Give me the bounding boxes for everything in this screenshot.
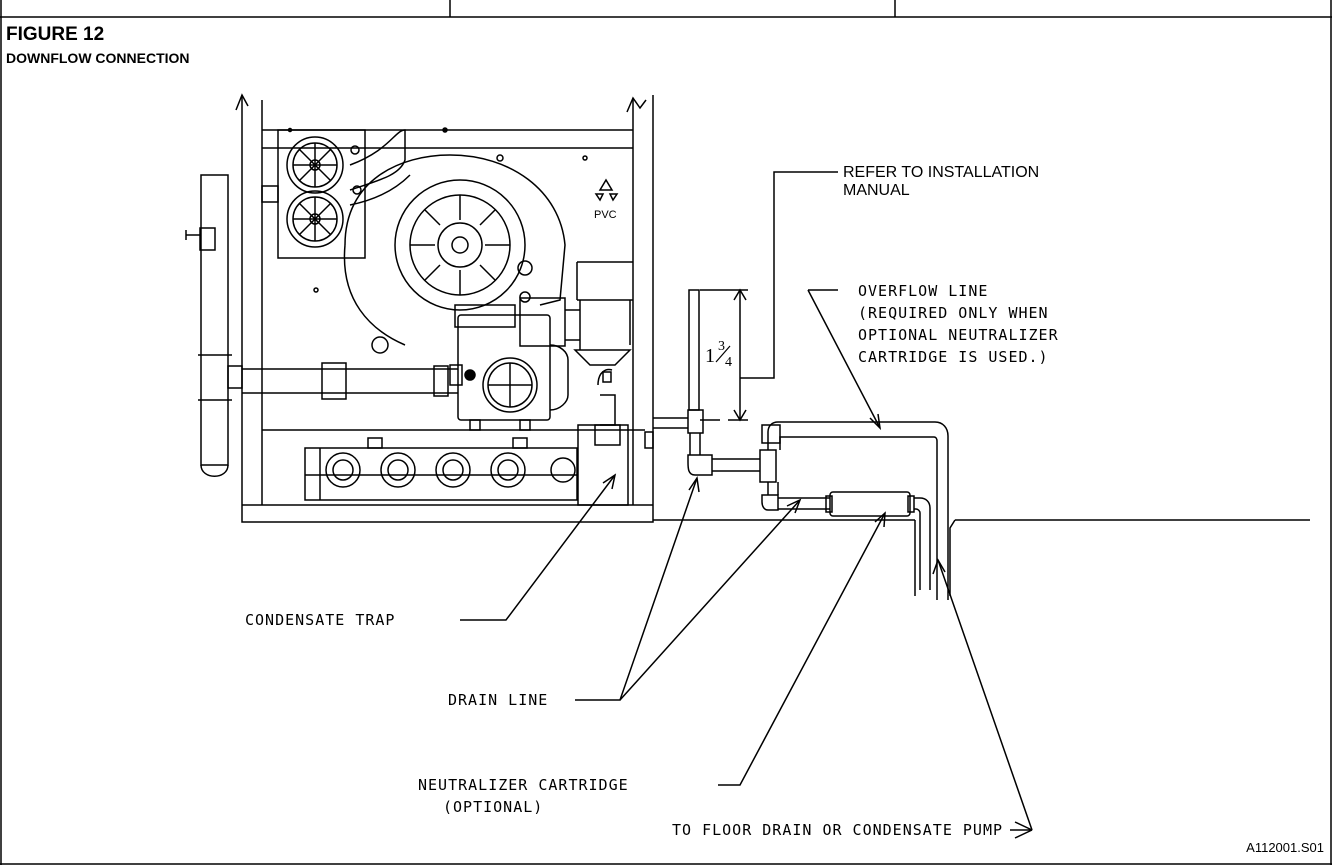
floor-and-drain <box>653 515 1310 600</box>
floor-drain-label: TO FLOOR DRAIN OR CONDENSATE PUMP <box>672 821 1003 839</box>
gas-valve <box>449 304 569 431</box>
pvc-label: PVC <box>594 209 617 221</box>
gas-supply-pipe <box>185 174 458 477</box>
condensate-trap-body <box>577 368 654 506</box>
pvc-recycle-icon <box>594 178 619 202</box>
figure-reference-code: A112001.S01 <box>1246 840 1324 855</box>
pressure-switch-panel <box>261 129 411 259</box>
figure-title: DOWNFLOW CONNECTION <box>6 50 190 66</box>
overflow-line-label-2: (REQUIRED ONLY WHEN <box>858 304 1049 322</box>
dimension-denominator: 4 <box>725 355 732 370</box>
refer-manual-line1: REFER TO INSTALLATION <box>843 164 1039 181</box>
overflow-line-label-4: CARTRIDGE IS USED.) <box>858 348 1049 366</box>
overflow-line-label-3: OPTIONAL NEUTRALIZER <box>858 326 1059 344</box>
dimension-whole: 1 <box>705 345 715 367</box>
neutralizer-label-2: (OPTIONAL) <box>443 798 543 816</box>
drain-line-label: DRAIN LINE <box>448 691 548 709</box>
vent-pipe <box>573 261 633 366</box>
figure-number: FIGURE 12 <box>6 24 105 45</box>
overflow-line-label-1: OVERFLOW LINE <box>858 282 988 300</box>
dimension-numerator: 3 <box>718 339 725 354</box>
drain-piping <box>653 289 949 590</box>
leader-lines <box>460 171 1033 839</box>
dimension-marker <box>700 288 748 422</box>
burner-assembly <box>304 437 578 501</box>
refer-manual-line2: MANUAL <box>843 182 910 199</box>
neutralizer-label-1: NEUTRALIZER CARTRIDGE <box>418 776 629 794</box>
condensate-trap-label: CONDENSATE TRAP <box>245 611 395 629</box>
inducer-blower <box>343 154 580 354</box>
